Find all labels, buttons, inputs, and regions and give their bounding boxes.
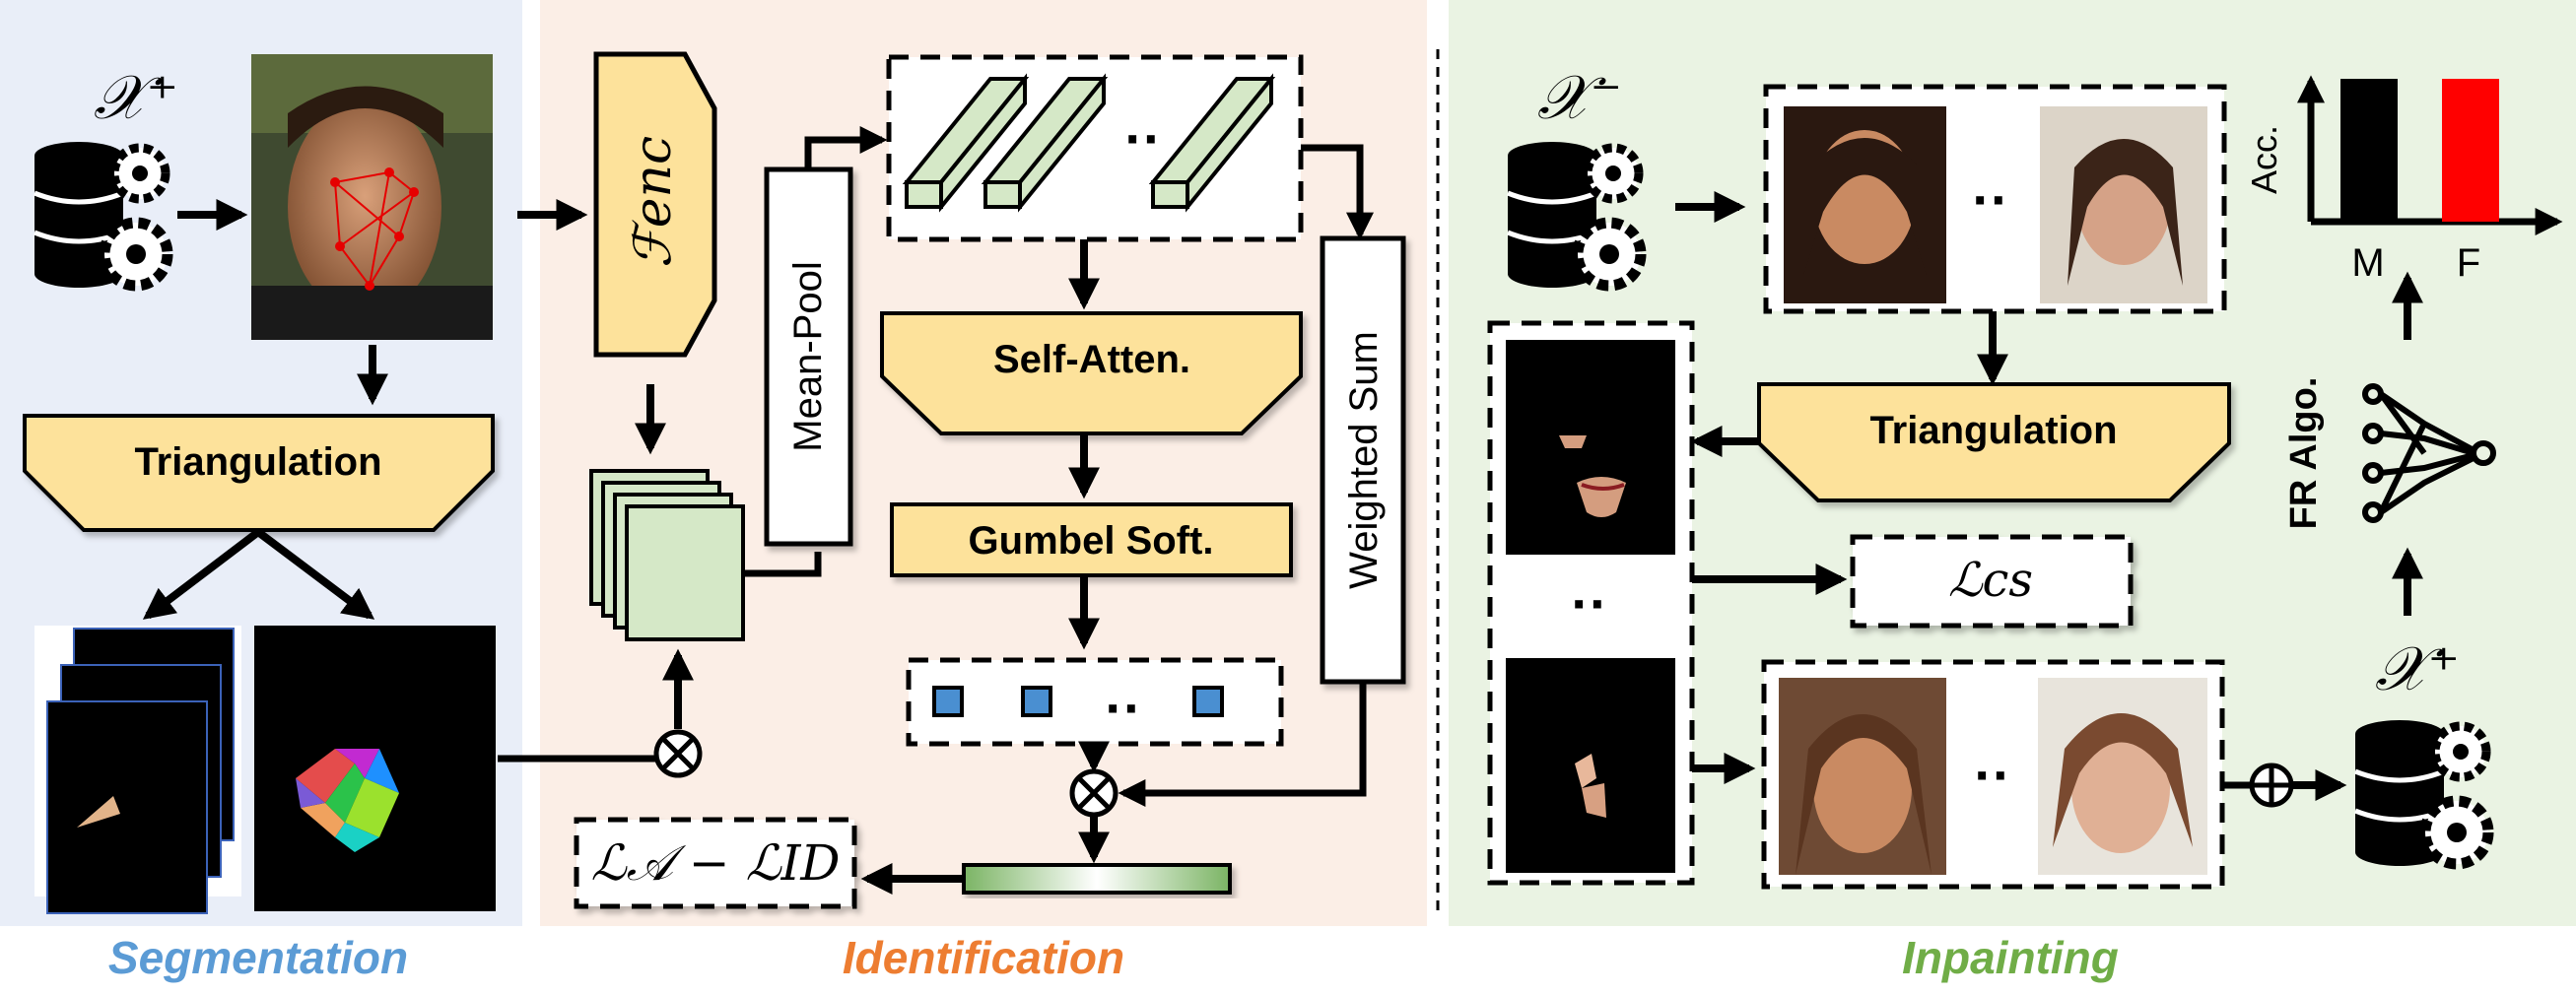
triangulation-block-left	[23, 414, 495, 532]
otimes-node-left	[653, 729, 703, 778]
arrow	[1118, 682, 1367, 807]
token-feature-box	[886, 54, 1304, 242]
triangulation-label-left: Triangulation	[134, 440, 381, 484]
self-attention-block	[880, 311, 1303, 435]
loss-total-box	[574, 817, 857, 909]
masked-faces-box	[1487, 320, 1695, 886]
caption-identification: Identification	[843, 932, 1124, 983]
chart-category-male: M	[2351, 241, 2384, 285]
f-enc-label: ℱenc	[624, 136, 683, 268]
triangle-mask-stack	[34, 626, 241, 914]
fr-algo-label: FR Algo.	[2283, 377, 2325, 530]
gumbel-softmax-label: Gumbel Soft.	[969, 519, 1214, 563]
f-enc-block	[593, 51, 717, 358]
ellipsis: ··	[1124, 107, 1161, 169]
accuracy-chart	[2297, 75, 2563, 235]
connector	[744, 552, 822, 577]
loss-total-label: ℒ𝒜 − ℒID	[591, 834, 841, 892]
bar-female	[2442, 79, 2499, 222]
otimes-node-center	[1069, 768, 1119, 818]
ellipsis: ··	[1972, 168, 2008, 231]
arrow	[255, 528, 375, 620]
x-minus-label: 𝒳⁻	[1537, 61, 1622, 133]
ellipsis: ··	[1571, 572, 1607, 634]
identity-vector-bar	[962, 863, 1232, 895]
bar-male	[2340, 79, 2398, 222]
face-photo-input	[251, 54, 493, 340]
triangulation-label-right: Triangulation	[1869, 409, 2117, 452]
caption-segmentation: Segmentation	[108, 932, 408, 983]
arrow	[804, 126, 888, 169]
arrow	[142, 528, 261, 620]
face-region-mask	[254, 626, 496, 911]
oplus-node	[2249, 763, 2294, 808]
chart-category-female: F	[2457, 241, 2480, 285]
weighted-sum-label: Weighted Sum	[1342, 331, 1386, 589]
feature-map-stack	[589, 469, 745, 641]
gumbel-softmax-block	[890, 502, 1293, 577]
chart-y-label: Acc.	[2244, 125, 2284, 194]
female-faces-box	[1763, 84, 2227, 314]
mean-pool-label: Mean-Pool	[786, 261, 830, 451]
self-attention-label: Self-Atten.	[993, 338, 1190, 381]
ellipsis: ··	[1974, 744, 2010, 806]
loss-cs-label: ℒcs	[1948, 553, 2033, 608]
arrow	[1301, 144, 1374, 240]
ellipsis: ··	[1105, 677, 1141, 739]
caption-inpainting: Inpainting	[1902, 932, 2119, 983]
selection-vector-box	[906, 657, 1284, 747]
inpainted-faces-box	[1761, 659, 2225, 890]
loss-cs-box	[1850, 534, 2134, 629]
x-plus-out-label: 𝒳⁺	[2375, 632, 2460, 704]
x-plus-label: 𝒳⁺	[94, 61, 178, 133]
mean-pool-block	[764, 166, 853, 547]
neural-network-icon	[2362, 383, 2496, 523]
